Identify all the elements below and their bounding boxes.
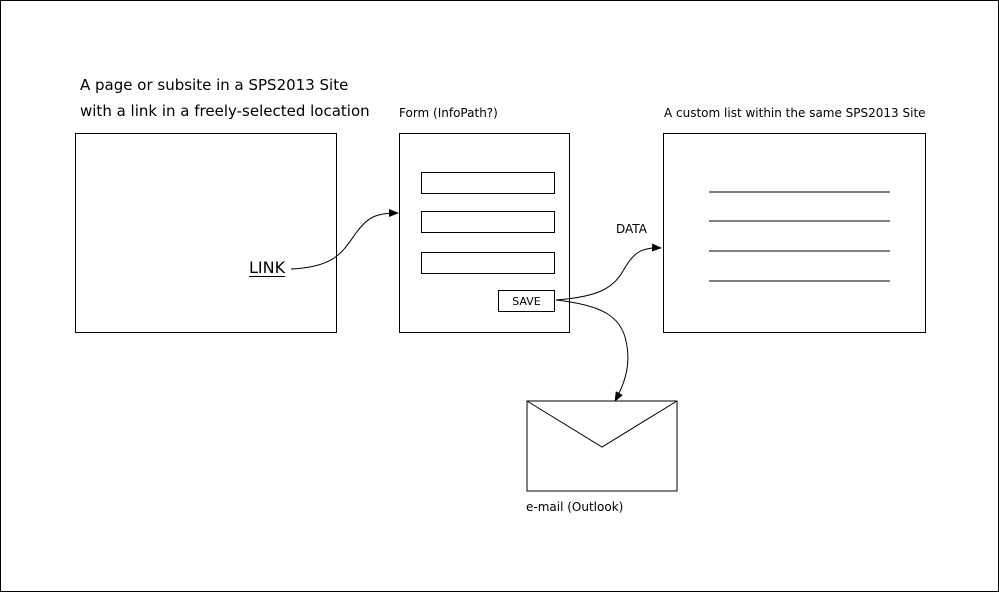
site-page-heading-line2: with a link in a freely-selected locatio… [80,102,370,120]
save-to-list-arrow [555,243,662,301]
form-field-2[interactable] [421,211,555,233]
form-field-1[interactable] [421,172,555,194]
form-field-3[interactable] [421,252,555,274]
data-connector-label: DATA [616,222,647,236]
page-link[interactable]: LINK [249,258,286,277]
email-label: e-mail (Outlook) [526,500,624,514]
save-button-label: SAVE [512,294,541,308]
save-button[interactable]: SAVE [498,290,555,312]
custom-list-box [663,133,926,333]
form-heading: Form (InfoPath?) [399,106,498,120]
site-page-box [75,133,337,333]
custom-list-heading: A custom list within the same SPS2013 Si… [664,106,926,120]
envelope-icon [526,400,678,492]
site-page-heading-line1: A page or subsite in a SPS2013 Site [80,76,349,94]
